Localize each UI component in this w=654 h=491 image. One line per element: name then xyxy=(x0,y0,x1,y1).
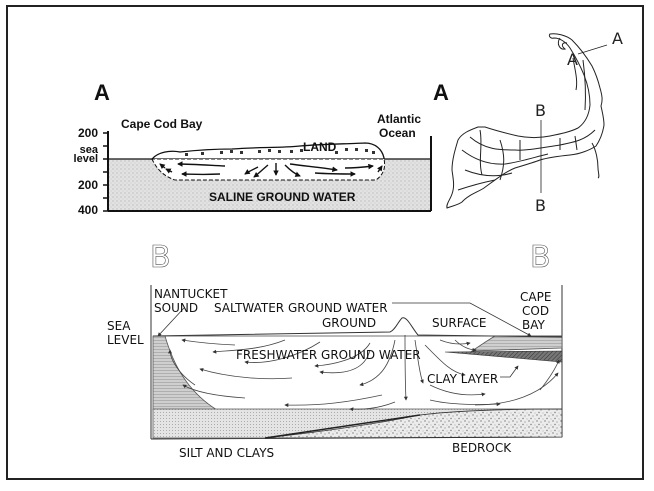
clay-layer-label: CLAY LAYER xyxy=(427,372,499,386)
saline-ground-water-label: SALINE GROUND WATER xyxy=(209,190,356,204)
saltwater-wedge-right xyxy=(470,335,563,352)
map-transect-b-bottom: B xyxy=(535,196,546,215)
bedrock-label: BEDROCK xyxy=(452,441,512,455)
freshwater-ground-water-label: FRESHWATER GROUND WATER xyxy=(236,348,421,362)
map-transect-a-start: A xyxy=(567,50,578,69)
axis-tick-level: level xyxy=(73,153,98,165)
land-label: LAND xyxy=(303,140,337,154)
bedrock-layer xyxy=(264,408,563,439)
clay-layer xyxy=(444,350,563,363)
map-transect-b-top: B xyxy=(535,101,546,120)
axis-tick-200-top: 200 xyxy=(77,126,98,140)
cod-label: COD xyxy=(522,304,550,318)
bay-label: BAY xyxy=(522,318,545,332)
cape-outline xyxy=(446,33,605,209)
surface-label: SURFACE xyxy=(432,316,487,330)
axis-tick-sea: sea xyxy=(79,144,98,156)
panel-b-right-section-label: B xyxy=(530,240,551,276)
cape-cod-map xyxy=(446,33,608,209)
ground-surface-line xyxy=(152,317,563,338)
sea-level-label-line2: LEVEL xyxy=(107,333,144,347)
panel-b-left-section-label: B xyxy=(150,240,171,276)
figure-frame xyxy=(6,5,644,480)
provincetown-hook xyxy=(557,37,568,50)
saltwater-ground-water-label: SALTWATER GROUND WATER xyxy=(214,301,388,315)
panel-a-section-label: A xyxy=(94,80,110,105)
axis-tick-200-below: 200 xyxy=(77,178,98,192)
transect-a-line xyxy=(577,44,608,55)
ocean-label: Ocean xyxy=(379,126,416,140)
atlantic-label: Atlantic xyxy=(377,112,422,126)
map-transect-a-end: A xyxy=(612,29,623,48)
silt-and-clays-label: SILT AND CLAYS xyxy=(179,446,275,460)
panel-b-cross-section xyxy=(150,285,563,440)
freshwater-lens xyxy=(151,158,386,181)
ground-label: GROUND xyxy=(322,316,377,330)
cape-cod-bay-label: Cape Cod Bay xyxy=(121,117,203,131)
nantucket-label: NANTUCKET xyxy=(154,287,228,301)
panel-b-flow-arrows xyxy=(168,334,560,412)
sea-level-label-line1: SEA xyxy=(107,319,131,333)
panel-a-cross-section xyxy=(103,131,432,212)
saltwater-wedge-left xyxy=(152,335,219,411)
axis-tick-400: 400 xyxy=(77,203,98,217)
sound-label: SOUND xyxy=(154,301,199,315)
panel-a-flow-arrows xyxy=(159,161,383,178)
map-section-label: A xyxy=(433,80,449,105)
cape-label: CAPE xyxy=(520,290,552,304)
